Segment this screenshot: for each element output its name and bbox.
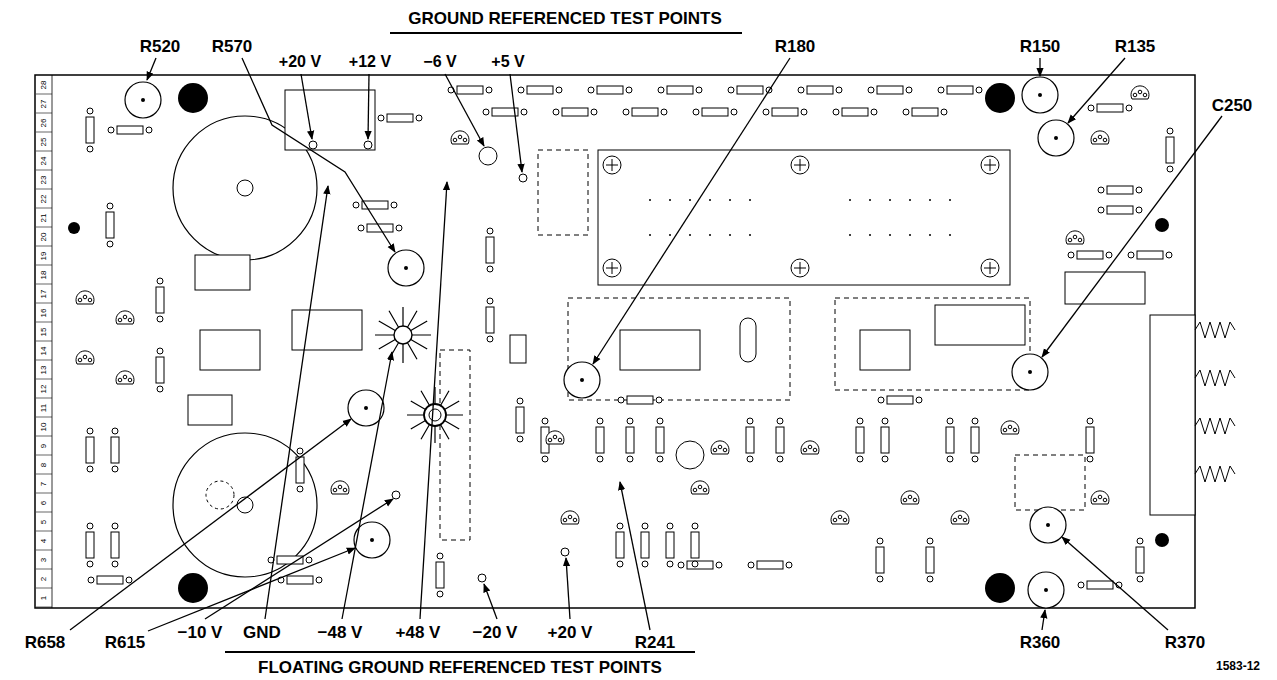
callout-label: R615 [105,634,146,651]
heading-rule [225,651,695,653]
edge-connector [1150,315,1235,515]
section-heading: GROUND REFERENCED TEST POINTS [408,10,722,27]
mounting-hole [68,83,1169,603]
test-point [309,141,569,582]
ruler-number: 22 [40,194,48,203]
ruler-number: 13 [40,365,48,374]
callout-label: R570 [212,38,253,55]
callout-label: +48 V [396,624,441,641]
ruler-number: 8 [40,462,48,466]
heat-sink [598,150,1010,285]
trimmer-potentiometer [125,77,1074,608]
callout-label: R180 [775,38,816,55]
callout-label: −10 V [178,624,223,641]
component-body [188,90,1145,425]
ruler-edge [52,75,53,608]
ruler-number: 19 [40,251,48,260]
callout-label: R658 [25,634,66,651]
callout-label: +20 V [279,54,321,70]
callout-label: −20 V [473,624,518,641]
ruler-number: 26 [40,118,48,127]
ruler-number: 28 [40,80,48,89]
ruler-number: 18 [40,270,48,279]
callout-label: R520 [140,38,181,55]
heading-rule [390,32,742,34]
ruler-number: 14 [40,346,48,355]
figure-number: 1583-12 [1216,660,1260,672]
ruler-number: 17 [40,289,48,298]
callout-label: −6 V [423,54,456,70]
ruler-number: 25 [40,137,48,146]
ruler-number: 4 [40,538,48,542]
transistor-symbol [76,86,1149,524]
ruler-number: 9 [40,443,48,447]
leader-line [70,58,1222,631]
ruler-number: 16 [40,308,48,317]
callout-label: +20 V [548,624,593,641]
callout-label: GND [243,624,281,641]
ruler-number: 5 [40,519,48,523]
ruler-number: 2 [40,576,48,580]
callout-label: C250 [1212,97,1253,114]
resistor-symbol [86,86,1174,597]
callout-label: R370 [1165,634,1206,651]
ruler-number: 15 [40,327,48,336]
ruler-number: 23 [40,175,48,184]
ruler-ticks [36,94,52,607]
ruler-number: 3 [40,557,48,561]
callout-label: +12 V [349,54,391,70]
ruler-number: 6 [40,500,48,504]
ruler-number: 7 [40,481,48,485]
ruler-number: 24 [40,156,48,165]
ruler-number: 10 [40,422,48,431]
crystal [676,441,704,469]
board-outline [35,75,1195,608]
callout-label: −48 V [318,624,363,641]
ruler-number: 27 [40,99,48,108]
ruler-number: 12 [40,384,48,393]
ruler-number: 20 [40,232,48,241]
callout-label: R241 [635,634,676,651]
callout-label: R150 [1020,38,1061,55]
ruler-number: 1 [40,595,48,599]
ruler-number: 21 [40,213,48,222]
module-outline [440,150,1085,540]
ruler-number: 11 [40,403,48,411]
callout-label: R360 [1020,634,1061,651]
callout-label: +5 V [491,54,524,70]
section-heading: FLOATING GROUND REFERENCED TEST POINTS [258,659,662,676]
callout-label: R135 [1115,38,1156,55]
